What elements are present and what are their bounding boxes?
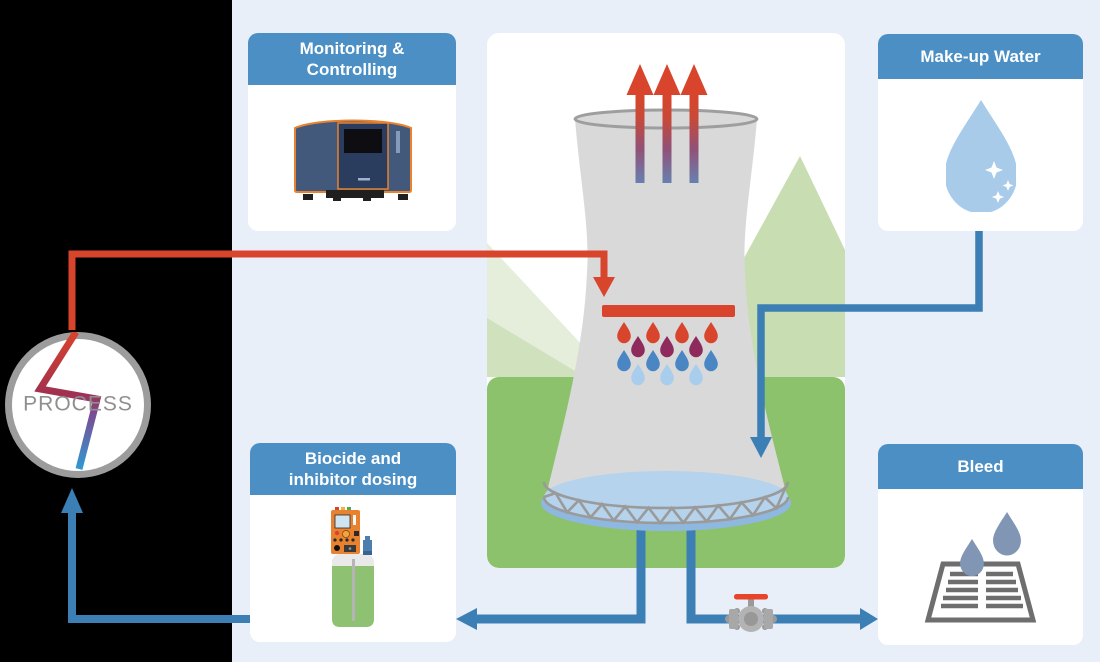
drain-grate-icon <box>924 512 1036 623</box>
black-sidebar <box>0 0 232 662</box>
card-biocide-dosing: Biocide and inhibitor dosing <box>250 443 456 642</box>
card-makeup-title: Make-up Water <box>920 47 1041 66</box>
mountain-mid <box>487 318 585 377</box>
card-makeup-header: Make-up Water <box>878 34 1083 79</box>
mountain-right <box>744 156 845 377</box>
card-biocide-header: Biocide and inhibitor dosing <box>250 443 456 495</box>
card-makeup-water: Make-up Water <box>878 34 1083 231</box>
return-to-process-line <box>61 488 258 623</box>
makeup-water-line <box>750 231 983 458</box>
card-bleed-header: Bleed <box>878 444 1083 489</box>
steam-arrows-icon <box>626 64 708 183</box>
spray-header <box>602 305 735 317</box>
controller-device-icon <box>294 119 412 201</box>
process-node: PROCESS <box>5 332 151 478</box>
valve-icon <box>725 594 777 632</box>
water-drop-icon <box>945 100 1016 212</box>
hot-water-supply-line <box>68 250 615 330</box>
card-bleed-title: Bleed <box>957 457 1004 476</box>
card-monitoring-title: Monitoring & Controlling <box>299 39 405 79</box>
card-monitoring: Monitoring & Controlling <box>248 33 456 231</box>
recirculation-line <box>456 505 646 630</box>
bleed-line <box>686 505 878 630</box>
process-label: PROCESS <box>23 392 133 416</box>
card-monitoring-header: Monitoring & Controlling <box>248 33 456 85</box>
basin-truss <box>543 481 790 526</box>
dosing-pump-icon <box>331 506 374 627</box>
basin <box>541 471 791 531</box>
card-bleed: Bleed <box>878 444 1083 645</box>
card-biocide-title: Biocide and inhibitor dosing <box>288 449 418 489</box>
